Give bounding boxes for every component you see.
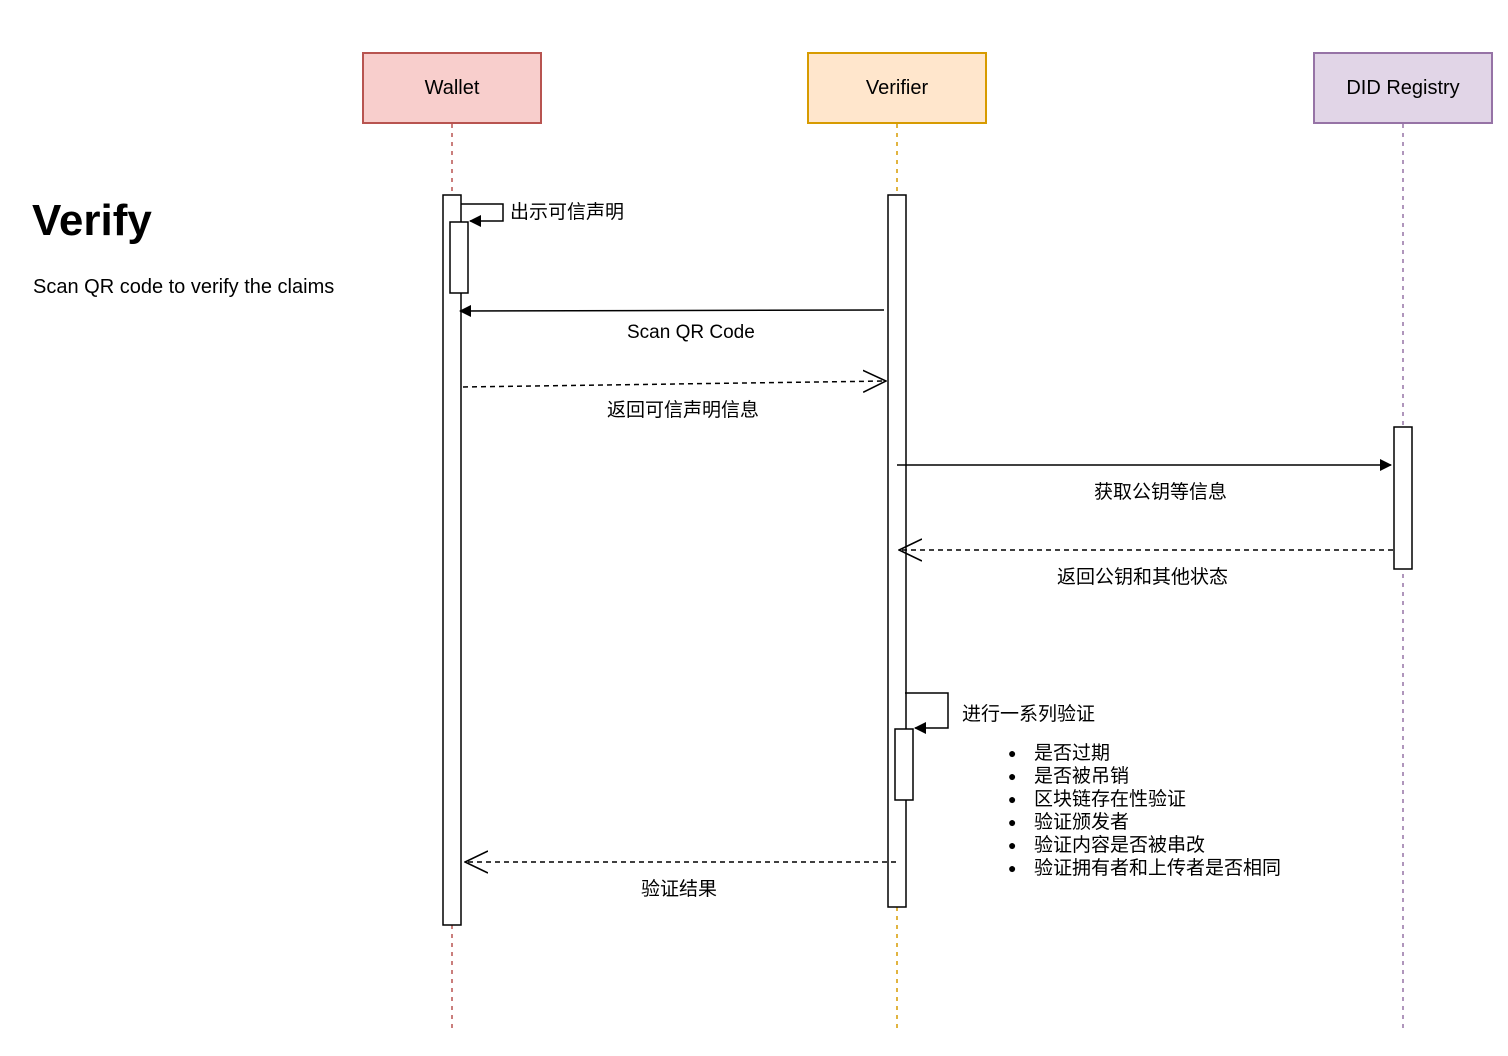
checklist-item-text: 区块链存在性验证 bbox=[1034, 789, 1187, 810]
checklist-item-text: 是否过期 bbox=[1034, 743, 1111, 764]
actor-did-registry-label: DID Registry bbox=[1346, 76, 1460, 99]
return-public-key-label: 返回公钥和其他状态 bbox=[1057, 567, 1229, 588]
bullet-icon: ● bbox=[1008, 860, 1017, 876]
bullet-icon: ● bbox=[1008, 745, 1017, 761]
verification-checklist: ● 是否过期 ● 是否被吊销 ● 区块链存在性验证 ● 验证颁发者 ● 验证内容是否被串改… bbox=[1008, 742, 1281, 880]
get-public-key-label: 获取公钥等信息 bbox=[1094, 482, 1228, 503]
actor-verifier-label: Verifier bbox=[865, 76, 929, 99]
present-credential-arrow bbox=[461, 203, 504, 227]
return-credential-label: 返回可信声明信息 bbox=[607, 400, 760, 421]
checklist-item: ● 是否过期 bbox=[1008, 742, 1281, 765]
bullet-icon: ● bbox=[1008, 814, 1017, 830]
run-verifications-arrow bbox=[905, 692, 949, 734]
checklist-item-text: 验证内容是否被串改 bbox=[1034, 835, 1206, 856]
registry-activation-bar bbox=[1393, 426, 1413, 570]
verification-result-label: 验证结果 bbox=[641, 879, 718, 900]
wallet-activation-bar bbox=[442, 194, 462, 926]
checklist-item-text: 是否被吊销 bbox=[1034, 766, 1130, 787]
scan-qr-arrow bbox=[459, 304, 885, 317]
present-credential-label: 出示可信声明 bbox=[510, 202, 625, 223]
checklist-item: ● 区块链存在性验证 bbox=[1008, 788, 1281, 811]
actor-did-registry: DID Registry bbox=[1313, 52, 1493, 124]
page-title: Verify bbox=[32, 196, 152, 245]
checklist-item-text: 验证拥有者和上传者是否相同 bbox=[1034, 858, 1282, 879]
checklist-item: ● 验证拥有者和上传者是否相同 bbox=[1008, 857, 1281, 880]
bullet-icon: ● bbox=[1008, 768, 1017, 784]
actor-verifier: Verifier bbox=[807, 52, 987, 124]
bullet-icon: ● bbox=[1008, 791, 1017, 807]
verifier-self-activation-bar bbox=[894, 728, 914, 801]
actor-wallet: Wallet bbox=[362, 52, 542, 124]
bullet-icon: ● bbox=[1008, 837, 1017, 853]
run-verifications-label: 进行一系列验证 bbox=[962, 704, 1096, 725]
checklist-item-text: 验证颁发者 bbox=[1034, 812, 1130, 833]
checklist-item: ● 验证颁发者 bbox=[1008, 811, 1281, 834]
checklist-item: ● 验证内容是否被串改 bbox=[1008, 834, 1281, 857]
checklist-item: ● 是否被吊销 bbox=[1008, 765, 1281, 788]
actor-wallet-label: Wallet bbox=[424, 76, 480, 99]
wallet-self-activation-bar bbox=[449, 221, 469, 294]
return-credential-arrow bbox=[462, 381, 886, 387]
page-subtitle: Scan QR code to verify the claims bbox=[33, 276, 335, 298]
scan-qr-label: Scan QR Code bbox=[627, 322, 755, 343]
